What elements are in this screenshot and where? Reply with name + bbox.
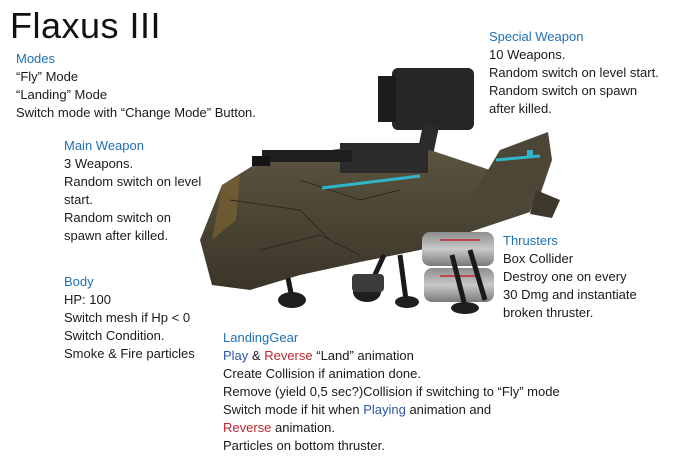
- landing-gear-heading: LandingGear: [223, 330, 299, 345]
- thrusters-line: broken thruster.: [503, 305, 594, 320]
- main-weapon-line: start.: [64, 192, 93, 207]
- special-weapon-line: 10 Weapons.: [489, 47, 566, 62]
- special-weapon-line: Random switch on level start.: [489, 65, 659, 80]
- thrusters-heading: Thrusters: [503, 233, 558, 248]
- main-weapon-mount: [252, 143, 428, 173]
- animation-and-text: animation and: [405, 402, 492, 417]
- modes-section: Modes “Fly” Mode “Landing” Mode Switch m…: [16, 50, 256, 122]
- landing-gear-line: Create Collision if animation done.: [223, 366, 421, 381]
- body-line: Switch Condition.: [64, 328, 165, 343]
- modes-line: “Fly” Mode: [16, 69, 79, 84]
- special-weapon-line: after killed.: [489, 101, 552, 116]
- thrusters-line: 30 Dmg and instantiate: [503, 287, 637, 302]
- thrusters-line: Box Collider: [503, 251, 574, 266]
- reverse-keyword: Reverse: [223, 420, 272, 435]
- body-line: Smoke & Fire particles: [64, 346, 195, 361]
- landing-gear-line: Remove (yield 0,5 sec?)Collision if swit…: [223, 384, 560, 399]
- body-heading: Body: [64, 274, 94, 289]
- body-line: HP: 100: [64, 292, 111, 307]
- play-keyword: Play: [223, 348, 249, 363]
- landing-gear-feet: [278, 274, 479, 314]
- special-weapon-box: [378, 68, 474, 157]
- modes-line: Switch mode with “Change Mode” Button.: [16, 105, 256, 120]
- thrusters-line: Destroy one on every: [503, 269, 627, 284]
- landing-gear-line: Particles on bottom thruster.: [223, 438, 385, 453]
- landing-gear-line: Reverse animation.: [223, 419, 560, 437]
- special-weapon-section: Special Weapon 10 Weapons. Random switch…: [489, 28, 659, 118]
- main-weapon-section: Main Weapon 3 Weapons. Random switch on …: [64, 137, 201, 245]
- main-weapon-line: Random switch on: [64, 210, 171, 225]
- main-weapon-line: 3 Weapons.: [64, 156, 134, 171]
- landing-gear-legs: [285, 249, 488, 307]
- reverse-keyword: Reverse: [264, 348, 313, 363]
- landing-gear-line: Switch mode if hit when Playing animatio…: [223, 401, 560, 419]
- body-section: Body HP: 100 Switch mesh if Hp < 0 Switc…: [64, 273, 195, 363]
- accent-stripes: [321, 150, 541, 190]
- special-weapon-line: Random switch on spawn: [489, 83, 638, 98]
- playing-keyword: Playing: [363, 402, 406, 417]
- animation-text: animation.: [271, 420, 336, 435]
- page-title: Flaxus III: [10, 5, 162, 46]
- thruster-pods: [422, 232, 494, 302]
- modes-line: “Landing” Mode: [16, 87, 108, 102]
- switch-mode-text: Switch mode if hit when: [223, 402, 364, 417]
- main-weapon-line: spawn after killed.: [64, 228, 169, 243]
- amp-text: &: [248, 348, 265, 363]
- landing-gear-line: Play & Reverse “Land” animation: [223, 347, 560, 365]
- body-line: Switch mesh if Hp < 0: [64, 310, 191, 325]
- main-weapon-line: Random switch on level: [64, 174, 202, 189]
- thrusters-section: Thrusters Box Collider Destroy one on ev…: [503, 232, 637, 322]
- modes-heading: Modes: [16, 51, 56, 66]
- landing-gear-section: LandingGear Play & Reverse “Land” animat…: [223, 329, 560, 455]
- special-weapon-heading: Special Weapon: [489, 29, 584, 44]
- main-weapon-heading: Main Weapon: [64, 138, 144, 153]
- land-animation-text: “Land” animation: [312, 348, 414, 363]
